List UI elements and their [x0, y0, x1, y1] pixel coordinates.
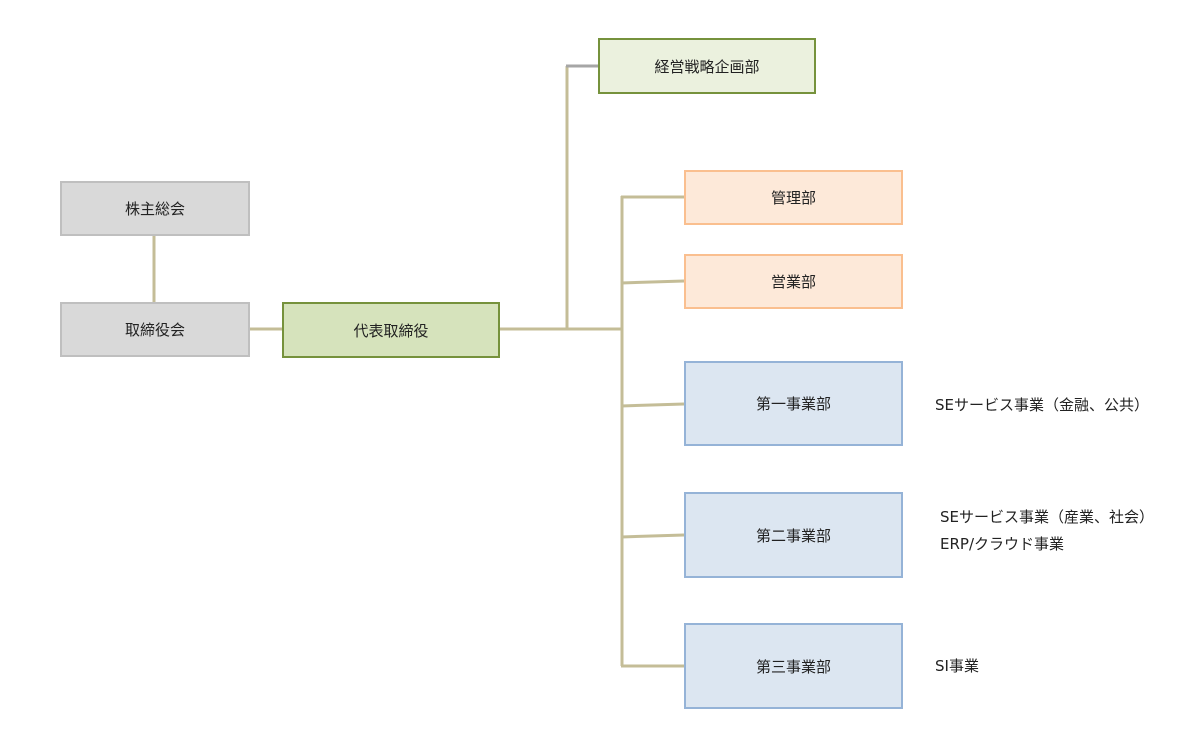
- node-sales: 営業部: [684, 254, 903, 309]
- node-label: 管理部: [770, 189, 816, 207]
- node-corporate-strategy: 経営戦略企画部: [598, 38, 816, 94]
- node-label: 取締役会: [124, 321, 185, 339]
- note-division-2-line1: SEサービス事業（産業、社会）: [940, 508, 1155, 526]
- connector-div2: [620, 533, 685, 539]
- node-label: 経営戦略企画部: [654, 57, 760, 76]
- node-label: 営業部: [770, 273, 816, 291]
- connector-div1: [620, 402, 685, 408]
- node-representative-director: 代表取締役: [282, 302, 500, 358]
- node-label: 第一事業部: [755, 395, 831, 413]
- note-division-1: SEサービス事業（金融、公共）: [935, 396, 1150, 414]
- node-division-2: 第二事業部: [684, 492, 903, 578]
- node-label: 株主総会: [124, 200, 185, 218]
- node-division-1: 第一事業部: [684, 361, 903, 446]
- node-administration: 管理部: [684, 170, 903, 225]
- node-shareholders-meeting: 株主総会: [60, 181, 250, 236]
- note-division-3: SI事業: [935, 657, 979, 675]
- node-label: 代表取締役: [353, 321, 429, 340]
- node-label: 第二事業部: [755, 526, 831, 545]
- note-division-2-line2: ERP/クラウド事業: [940, 535, 1064, 553]
- node-board-of-directors: 取締役会: [60, 302, 250, 357]
- node-label: 第三事業部: [755, 657, 831, 676]
- connector-sales: [620, 279, 685, 285]
- node-division-3: 第三事業部: [684, 623, 903, 709]
